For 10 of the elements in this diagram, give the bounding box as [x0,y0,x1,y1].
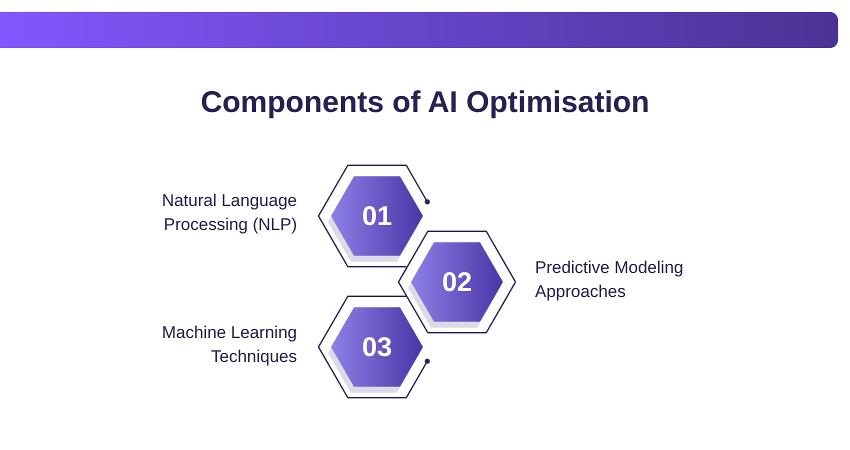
item-caption: Predictive Modeling Approaches [535,257,684,303]
diagram-title: Components of AI Optimisation [200,85,650,121]
item-caption: Machine Learning Techniques [160,322,297,368]
item-caption: Natural Language Processing (NLP) [160,190,297,236]
step-number: 02 [442,267,472,297]
hexagon-tile [331,176,423,256]
hexagon-tile [331,307,423,387]
step-number: 03 [362,332,392,362]
step-number: 01 [362,201,392,231]
hexagon-tile [411,242,503,322]
